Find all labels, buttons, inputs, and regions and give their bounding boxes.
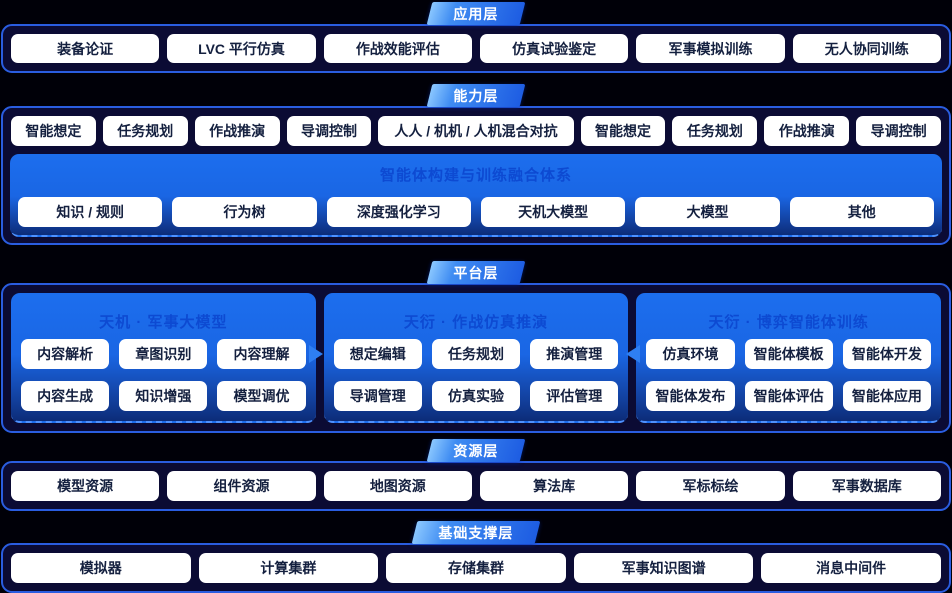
diagram-chip: 军事知识图谱 [573, 553, 754, 583]
diagram-chip: 其他 [789, 197, 934, 227]
diagram-chip: 模型调优 [217, 381, 306, 411]
diagram-chip: 章图识别 [119, 339, 208, 369]
agent-training-fusion-box: 智能体构建与训练融合体系 知识 / 规则 行为树 深度强化学习 天机大模型 大模… [10, 154, 942, 237]
diagram-chip: 内容理解 [217, 339, 306, 369]
diagram-chip: 想定编辑 [333, 339, 422, 369]
diagram-chip: 智能体模板 [744, 339, 833, 369]
diagram-chip: 作战推演 [764, 116, 850, 146]
diagram-chip: 算法库 [479, 471, 629, 501]
layer-tab-foundation: 基础支撑层 [411, 521, 541, 544]
layer-tab-application: 应用层 [426, 2, 526, 25]
diagram-chip: 地图资源 [323, 471, 472, 501]
diagram-chip: 无人协同训练 [792, 34, 941, 63]
platform-col-tianyan-agent-training: 天衍 · 博弈智能体训练 仿真环境 智能体模板 智能体开发 智能体发布 智能体评… [636, 293, 942, 423]
diagram-chip: 装备论证 [11, 34, 160, 63]
diagram-chip: 推演管理 [530, 339, 619, 369]
diagram-chip: 深度强化学习 [326, 197, 471, 227]
layer-tab-label: 应用层 [453, 5, 499, 22]
platform-col-tianji-model: 天机 · 军事大模型 内容解析 章图识别 内容理解 内容生成 知识增强 模型调优 [11, 293, 316, 423]
platform-btn-row: 内容生成 知识增强 模型调优 [21, 381, 306, 411]
diagram-chip: 内容生成 [21, 381, 110, 411]
diagram-chip: 任务规划 [102, 116, 188, 146]
layer-panel-platform: 天机 · 军事大模型 内容解析 章图识别 内容理解 内容生成 知识增强 模型调优… [1, 283, 951, 433]
diagram-chip: 军事模拟训练 [636, 34, 785, 63]
diagram-chip: 大模型 [635, 197, 780, 227]
layer-tab-label: 平台层 [453, 264, 499, 281]
diagram-chip: 存储集群 [386, 553, 566, 583]
diagram-chip: 评估管理 [530, 381, 619, 411]
platform-col-buttons: 想定编辑 任务规划 推演管理 导调管理 仿真实验 评估管理 [333, 339, 619, 411]
diagram-chip: 导调控制 [286, 116, 372, 146]
diagram-chip: 模拟器 [11, 553, 191, 583]
diagram-chip: 智能想定 [11, 116, 96, 146]
layer-tab-resource: 资源层 [426, 439, 526, 462]
diagram-chip: 计算集群 [198, 553, 379, 583]
diagram-chip: 军标标绘 [636, 471, 785, 501]
diagram-chip: 智能体开发 [842, 339, 931, 369]
platform-btn-row: 仿真环境 智能体模板 智能体开发 [646, 339, 931, 369]
platform-btn-row: 内容解析 章图识别 内容理解 [21, 339, 306, 369]
diagram-chip: 消息中间件 [761, 553, 941, 583]
diagram-chip: 导调控制 [856, 116, 942, 146]
layer-tab-label: 能力层 [453, 87, 499, 104]
layer-tab-label: 基础支撑层 [438, 524, 514, 541]
flow-arrow-right-icon [309, 345, 323, 363]
platform-col-buttons: 仿真环境 智能体模板 智能体开发 智能体发布 智能体评估 智能体应用 [646, 339, 931, 411]
platform-columns: 天机 · 军事大模型 内容解析 章图识别 内容理解 内容生成 知识增强 模型调优… [3, 285, 949, 431]
diagram-chip: 知识 / 规则 [18, 197, 163, 227]
blue-box-title: 天衍 · 作战仿真推演 [403, 314, 549, 331]
diagram-chip: 天机大模型 [480, 197, 626, 227]
diagram-chip: 内容解析 [21, 339, 110, 369]
diagram-chip: 智能想定 [580, 116, 666, 146]
application-items-row: 装备论证 LVC 平行仿真 作战效能评估 仿真试验鉴定 军事模拟训练 无人协同训… [3, 26, 949, 71]
platform-btn-row: 智能体发布 智能体评估 智能体应用 [646, 381, 931, 411]
diagram-chip: 智能体应用 [842, 381, 931, 411]
diagram-chip: 任务规划 [672, 116, 758, 146]
diagram-chip: 作战效能评估 [323, 34, 472, 63]
layer-tab-label: 资源层 [453, 442, 499, 459]
layer-panel-application: 装备论证 LVC 平行仿真 作战效能评估 仿真试验鉴定 军事模拟训练 无人协同训… [1, 24, 951, 73]
flow-arrow-left-icon [626, 345, 640, 363]
diagram-chip: 作战推演 [194, 116, 280, 146]
diagram-chip: 组件资源 [167, 471, 316, 501]
blue-box-title: 天衍 · 博弈智能体训练 [708, 314, 869, 331]
platform-col-tianyan-simulation: 天衍 · 作战仿真推演 想定编辑 任务规划 推演管理 导调管理 仿真实验 评估管… [323, 293, 629, 423]
diagram-chip: 任务规划 [431, 339, 521, 369]
layer-panel-capability: 智能想定 任务规划 作战推演 导调控制 人人 / 机机 / 人机混合对抗 智能想… [1, 106, 951, 245]
layer-tab-capability: 能力层 [426, 84, 526, 107]
platform-col-buttons: 内容解析 章图识别 内容理解 内容生成 知识增强 模型调优 [21, 339, 306, 411]
diagram-chip: 人人 / 机机 / 人机混合对抗 [378, 116, 574, 146]
platform-btn-row: 想定编辑 任务规划 推演管理 [333, 339, 619, 369]
blue-box-title: 智能体构建与训练融合体系 [379, 167, 572, 184]
capability-items-row: 智能想定 任务规划 作战推演 导调控制 人人 / 机机 / 人机混合对抗 智能想… [3, 108, 949, 146]
layer-panel-resource: 模型资源 组件资源 地图资源 算法库 军标标绘 军事数据库 [1, 461, 951, 511]
resource-items-row: 模型资源 组件资源 地图资源 算法库 军标标绘 军事数据库 [3, 463, 949, 509]
diagram-chip: 军事数据库 [792, 471, 941, 501]
layer-panel-foundation: 模拟器 计算集群 存储集群 军事知识图谱 消息中间件 [1, 543, 951, 593]
diagram-chip: 智能体发布 [646, 381, 735, 411]
platform-btn-row: 导调管理 仿真实验 评估管理 [333, 381, 619, 411]
foundation-items-row: 模拟器 计算集群 存储集群 军事知识图谱 消息中间件 [3, 545, 949, 591]
diagram-chip: 仿真实验 [431, 381, 521, 411]
diagram-chip: 模型资源 [11, 471, 160, 501]
diagram-chip: 智能体评估 [744, 381, 833, 411]
capability-group-row: 知识 / 规则 行为树 深度强化学习 天机大模型 大模型 其他 [18, 197, 934, 227]
diagram-chip: 知识增强 [119, 381, 208, 411]
diagram-chip: 仿真试验鉴定 [479, 34, 629, 63]
diagram-chip: LVC 平行仿真 [167, 34, 316, 63]
blue-box-title: 天机 · 军事大模型 [99, 314, 228, 331]
layer-tab-platform: 平台层 [426, 261, 526, 284]
diagram-chip: 仿真环境 [646, 339, 735, 369]
diagram-chip: 导调管理 [333, 381, 422, 411]
diagram-chip: 行为树 [172, 197, 317, 227]
